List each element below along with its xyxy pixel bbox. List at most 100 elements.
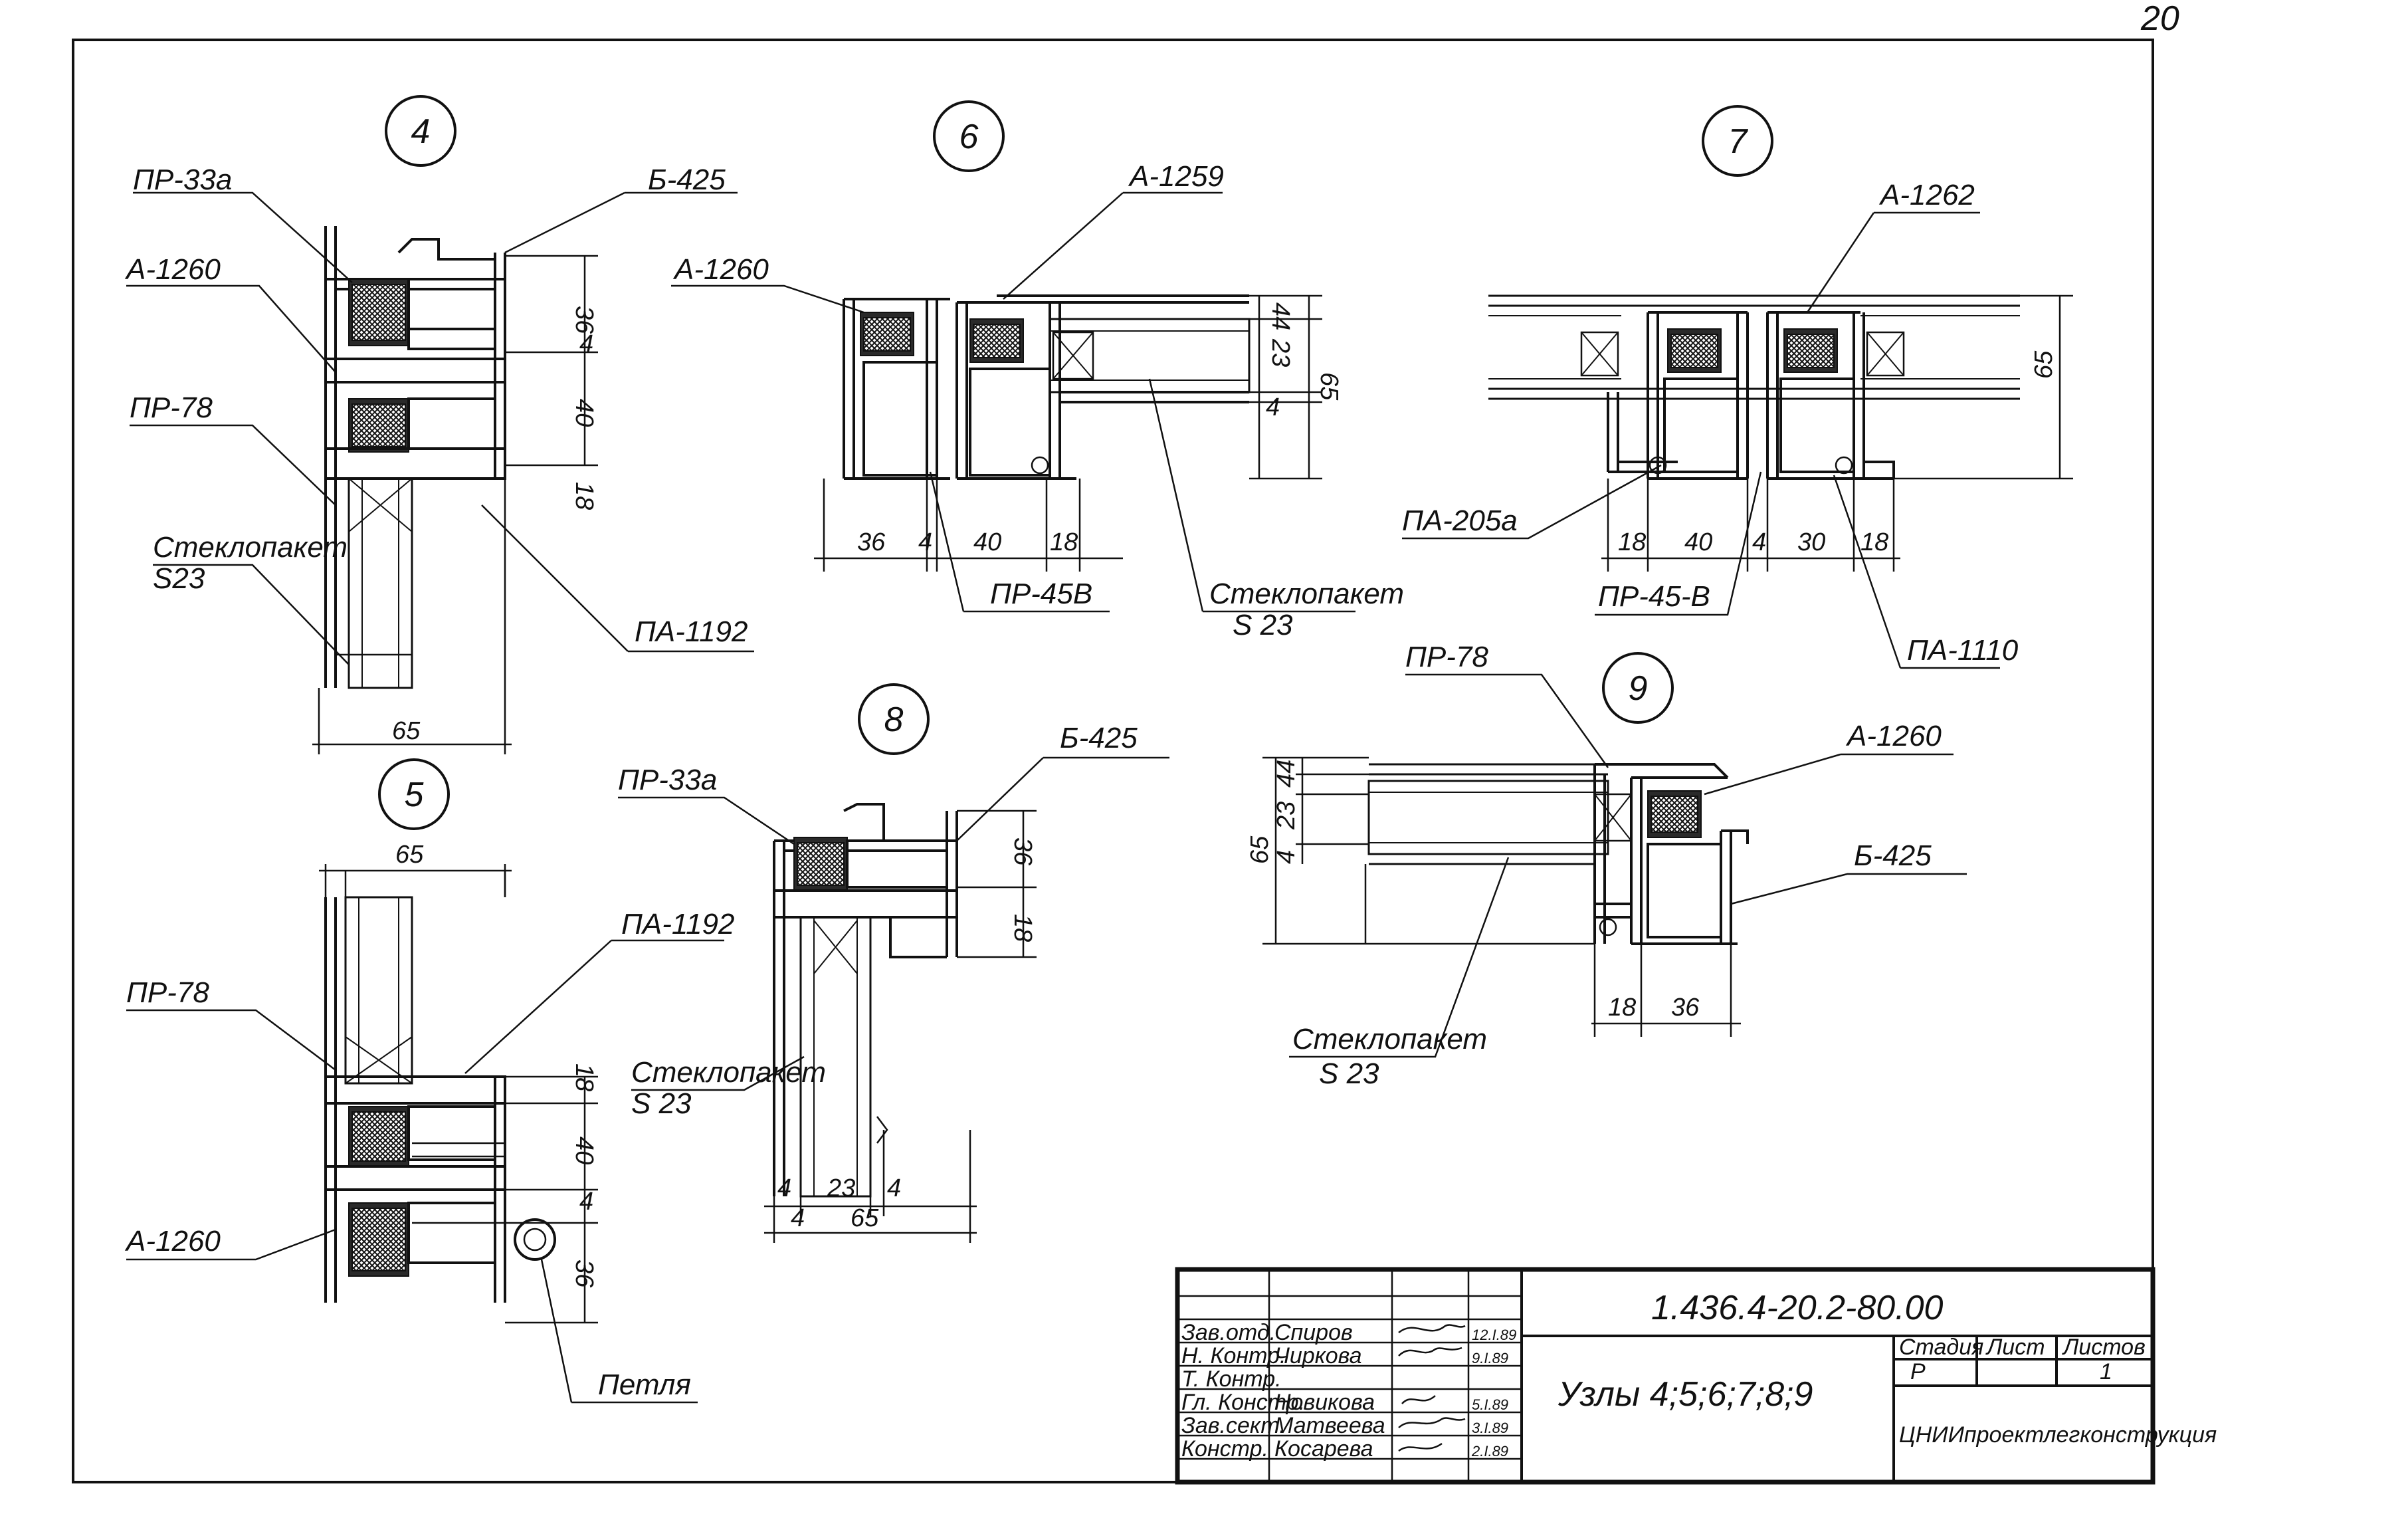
node-5-dim-18: 18 xyxy=(570,1063,598,1091)
node-6-dim-40: 40 xyxy=(973,528,1001,556)
node-8-dim-4c: 4 xyxy=(791,1204,805,1232)
node-4-label-a1260: А-1260 xyxy=(124,253,221,286)
node-6-dim-44: 44 xyxy=(1266,302,1294,330)
node-6-circle xyxy=(933,100,1005,172)
node-9-callouts: ПР-78 А-1260 Б-425 Стеклопакет S 23 xyxy=(1289,641,1967,1090)
node-9-label-a1260: А-1260 xyxy=(1845,720,1942,752)
row-date: 12.I.89 xyxy=(1472,1327,1516,1343)
node-5-dim-40: 40 xyxy=(570,1137,598,1164)
node-4-dim-18: 18 xyxy=(570,482,598,510)
node-8-dimensions: 36 18 4 23 4 4 65 xyxy=(764,810,1037,1243)
node-5-callouts: ПА-1192 ПР-78 А-1260 Петля xyxy=(124,908,735,1404)
stage-value: Р xyxy=(1910,1359,1926,1384)
node-6: 6 44 23 4 65 xyxy=(671,100,1404,641)
row-role: Зав.отд. xyxy=(1181,1320,1276,1345)
node-4-callouts: ПР-33а Б-425 А-1260 ПР-78 Стеклопакет S2… xyxy=(124,163,754,665)
node-7-section xyxy=(1488,294,2020,480)
signature-rows: Зав.отд. Спиров 12.I.89 Н. Контр. Чирков… xyxy=(1181,1320,1516,1462)
node-4-label-b425: Б-425 xyxy=(648,163,726,196)
node-8-dim-23: 23 xyxy=(827,1174,855,1202)
row-name: Новикова xyxy=(1274,1390,1375,1415)
row-name: Косарева xyxy=(1274,1436,1373,1462)
node-5: 5 65 18 40 4 xyxy=(124,758,735,1404)
node-9-dim-36: 36 xyxy=(1671,994,1700,1022)
sheet-frame xyxy=(72,39,2154,1483)
node-4-dim-65: 65 xyxy=(392,717,421,745)
node-8-label-glass: Стеклопакет xyxy=(631,1056,826,1089)
node-7-dim-30: 30 xyxy=(1797,528,1825,556)
node-4-dim-4: 4 xyxy=(579,330,593,358)
node-8-dim-65: 65 xyxy=(851,1204,879,1232)
node-4-circle xyxy=(385,95,456,167)
node-6-dim-4: 4 xyxy=(918,528,932,556)
signature-mark xyxy=(1398,1417,1466,1428)
node-8-callouts: Б-425 ПР-33а Стеклопакет S 23 xyxy=(618,722,1169,1120)
node-6-callouts: А-1259 А-1260 ПР-45В Стеклопакет S 23 xyxy=(671,160,1404,641)
node-5-label-pa1192: ПА-1192 xyxy=(621,908,735,940)
node-5-circle xyxy=(378,758,450,830)
node-7-dimensions: 65 18 40 4 30 18 xyxy=(1601,294,2073,572)
node-5-dim-65: 65 xyxy=(395,841,424,869)
node-7-label-pa1110: ПА-1110 xyxy=(1907,634,2019,667)
node-9-dim-4: 4 xyxy=(1272,850,1300,864)
sheets-header: Листов xyxy=(2062,1335,2146,1360)
node-6-label-pr45v: ПР-45В xyxy=(990,578,1092,610)
organization: ЦНИИпроектлегконструкция xyxy=(1899,1422,2217,1448)
node-5-label-a1260: А-1260 xyxy=(124,1225,221,1257)
row-name: Чиркова xyxy=(1274,1343,1362,1368)
node-9-number: 9 xyxy=(1629,669,1648,708)
node-7-dim-65: 65 xyxy=(2030,350,2058,379)
node-5-label-hinge: Петля xyxy=(598,1368,691,1401)
signature-mark xyxy=(1398,1347,1462,1357)
node-6-label-glass-thickness: S 23 xyxy=(1233,609,1293,641)
node-5-section xyxy=(324,871,556,1303)
node-8-number: 8 xyxy=(884,701,904,739)
node-6-dimensions: 44 23 4 65 36 4 40 18 xyxy=(814,294,1343,572)
node-6-dim-4b: 4 xyxy=(1266,393,1280,421)
signature-mark xyxy=(1398,1324,1466,1333)
node-9-dim-18: 18 xyxy=(1608,994,1636,1022)
node-4-label-pr78: ПР-78 xyxy=(130,391,213,424)
node-6-number: 6 xyxy=(959,118,979,156)
node-9-dim-23: 23 xyxy=(1272,802,1300,830)
node-9-label-b425: Б-425 xyxy=(1854,839,1932,872)
node-4-label-pa1192: ПА-1192 xyxy=(635,615,748,648)
node-9-label-glass: Стеклопакет xyxy=(1292,1023,1487,1055)
node-4-dimensions: 36 40 18 4 65 xyxy=(312,255,598,754)
stage-header: Стадия xyxy=(1899,1335,1983,1360)
node-4-section xyxy=(324,226,506,689)
node-9-circle xyxy=(1602,652,1674,724)
node-8-dim-18: 18 xyxy=(1009,914,1037,942)
node-6-dim-18: 18 xyxy=(1050,528,1078,556)
row-date: 2.I.89 xyxy=(1471,1443,1508,1460)
signature-mark xyxy=(1401,1395,1436,1404)
sheets-value: 1 xyxy=(2100,1359,2112,1384)
node-6-label-glass: Стеклопакет xyxy=(1209,578,1404,610)
node-9-label-pr78: ПР-78 xyxy=(1405,641,1488,673)
row-role: Т. Контр. xyxy=(1181,1366,1282,1392)
node-9-dimensions: 44 23 4 65 18 36 xyxy=(1246,756,1741,1037)
node-9-label-glass-thickness: S 23 xyxy=(1319,1057,1379,1090)
node-6-label-a1259: А-1259 xyxy=(1128,160,1224,193)
node-6-label-a1260: А-1260 xyxy=(672,253,769,286)
node-7-dim-18: 18 xyxy=(1618,528,1646,556)
node-8-dim-36: 36 xyxy=(1009,837,1037,866)
node-5-label-pr78: ПР-78 xyxy=(126,976,209,1009)
row-date: 9.I.89 xyxy=(1472,1350,1508,1366)
node-4-dim-40: 40 xyxy=(570,399,598,427)
node-9: 9 44 23 4 65 18 36 xyxy=(1246,641,1967,1090)
drawing-code: 1.436.4-20.2-80.00 xyxy=(1651,1289,1944,1327)
node-8-label-b425: Б-425 xyxy=(1060,722,1138,754)
node-7-callouts: А-1262 ПА-205а ПР-45-В ПА-1110 xyxy=(1402,179,2019,669)
node-4-label-glass: Стеклопакет xyxy=(153,531,348,564)
node-7-dim-40: 40 xyxy=(1684,528,1712,556)
node-5-dim-36: 36 xyxy=(570,1259,598,1288)
node-4: 4 36 40 18 xyxy=(124,95,754,754)
node-8-dim-4b: 4 xyxy=(887,1174,901,1202)
node-8: 8 36 18 4 23 4 4 65 xyxy=(618,683,1169,1243)
node-4-dim-36: 36 xyxy=(570,306,598,334)
node-7: 7 65 18 40 xyxy=(1402,105,2073,669)
row-name: Матвеева xyxy=(1274,1413,1385,1438)
row-role: Гл. Констр. xyxy=(1181,1390,1305,1415)
